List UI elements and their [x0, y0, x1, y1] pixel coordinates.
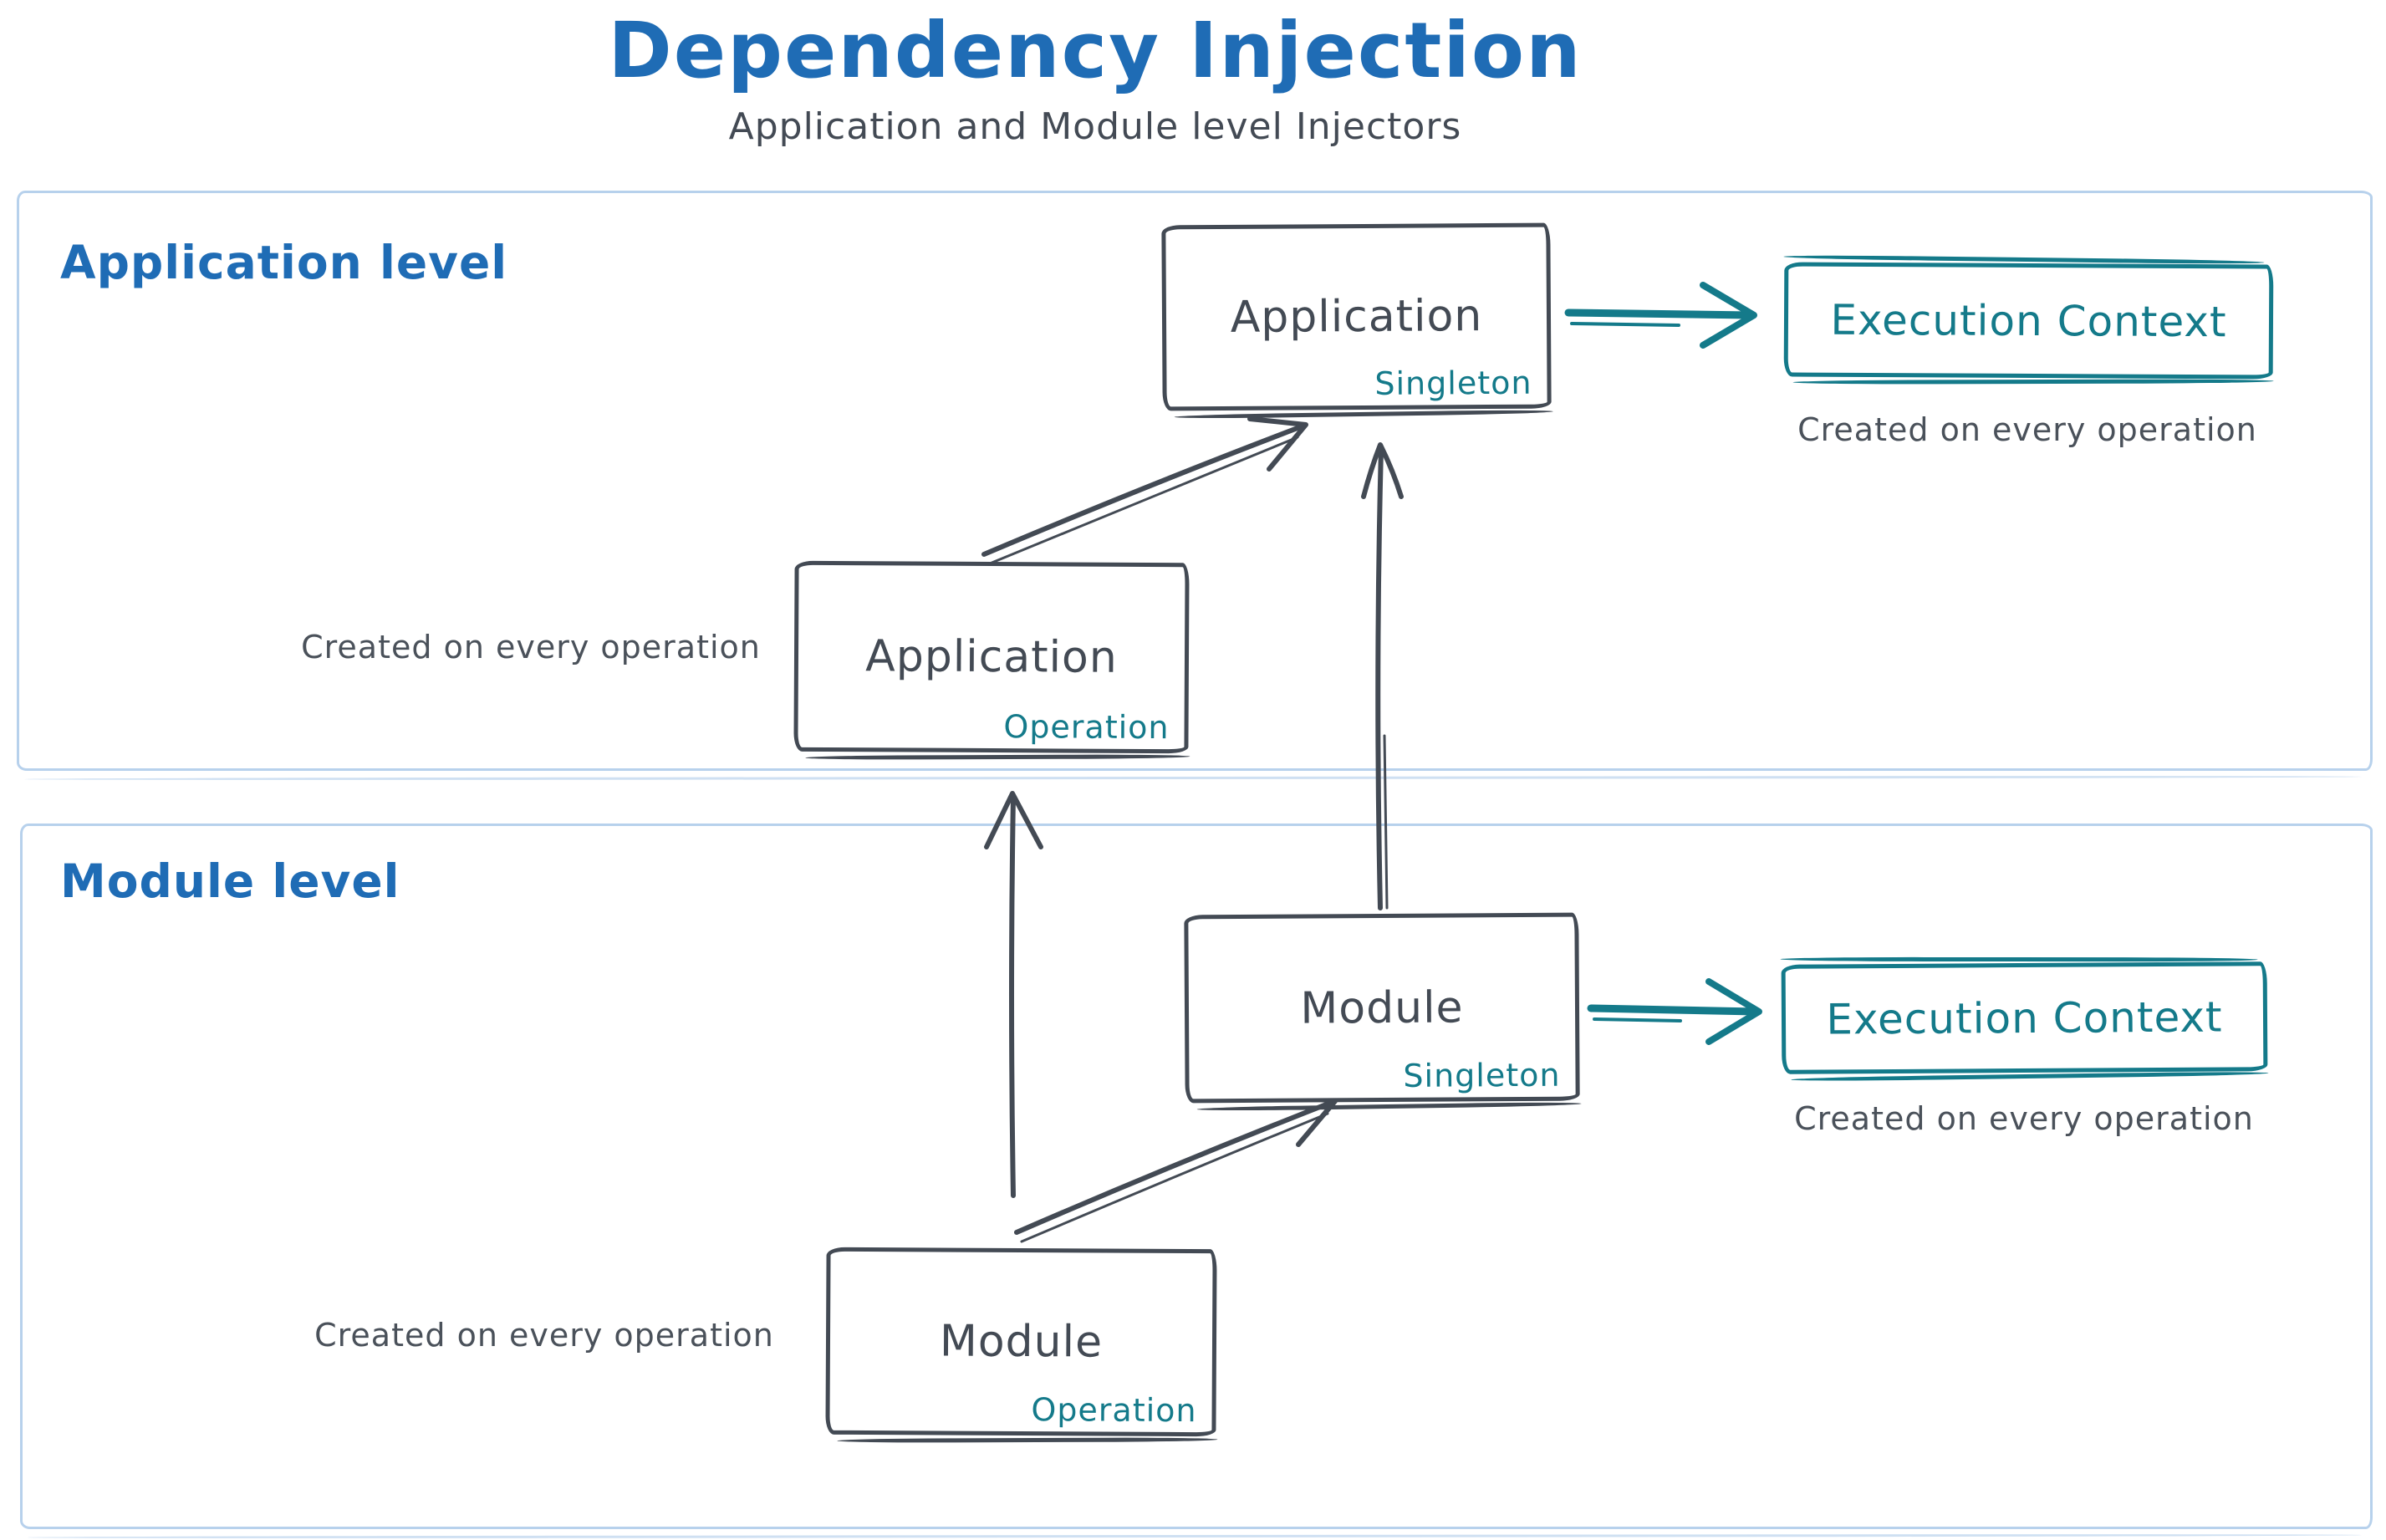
node-label: Execution Context — [1830, 295, 2227, 346]
module-level-container — [20, 824, 2373, 1529]
caption-execution-context-module: Created on every operation — [1794, 1100, 2254, 1137]
node-module-singleton: Module Singleton — [1184, 912, 1580, 1104]
page-title: Dependency Injection — [608, 6, 1583, 95]
node-label: Application — [865, 631, 1118, 683]
node-label: Module — [1300, 982, 1464, 1034]
node-sublabel: Singleton — [1374, 364, 1532, 402]
caption-module-operation: Created on every operation — [314, 1317, 774, 1354]
page-subtitle: Application and Module level Injectors — [728, 105, 1462, 149]
node-label: Execution Context — [1826, 992, 2223, 1043]
node-sublabel: Operation — [1003, 708, 1170, 747]
node-sublabel: Operation — [1031, 1391, 1197, 1430]
node-execution-context-app: Execution Context — [1783, 262, 2274, 380]
module-level-label: Module level — [60, 854, 400, 908]
application-level-container — [17, 191, 2373, 771]
node-execution-context-module: Execution Context — [1781, 961, 2268, 1074]
node-module-operation: Module Operation — [825, 1247, 1217, 1437]
node-label: Module — [939, 1316, 1104, 1368]
node-application-singleton: Application Singleton — [1161, 222, 1552, 411]
node-application-operation: Application Operation — [793, 560, 1190, 754]
node-label: Application — [1230, 291, 1483, 343]
caption-app-operation: Created on every operation — [301, 629, 761, 665]
application-level-label: Application level — [60, 236, 508, 289]
caption-execution-context-app: Created on every operation — [1797, 411, 2257, 448]
diagram-header: Dependency Injection Application and Mod… — [0, 5, 2190, 150]
node-sublabel: Singleton — [1403, 1056, 1561, 1094]
